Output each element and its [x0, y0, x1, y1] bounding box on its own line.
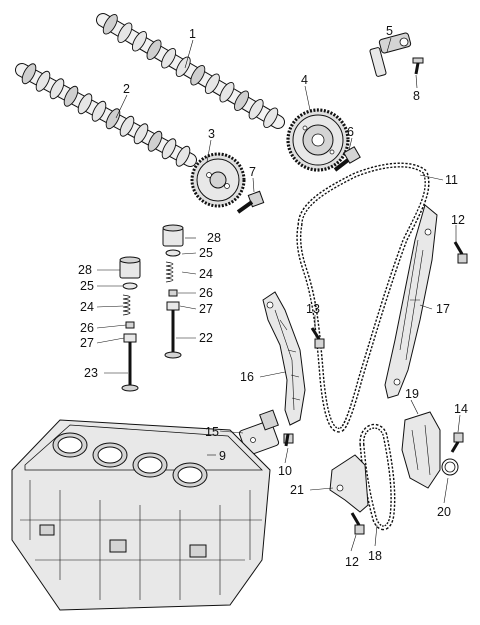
label-27-left: 27 [80, 336, 94, 350]
cam-lobe [234, 90, 250, 112]
cam-lobe [21, 63, 37, 85]
label-27-right: 27 [199, 302, 213, 316]
label-28-right: 28 [207, 231, 221, 245]
label-22: 22 [199, 331, 213, 345]
cam-lobe [146, 39, 162, 61]
label-18: 18 [368, 549, 382, 563]
exhaust-cam-sprocket [190, 152, 246, 208]
cvvt-sprocket-assembly [286, 108, 350, 172]
cam-lobe [161, 138, 177, 160]
bolt-10 [283, 433, 294, 447]
cam-lobe [248, 98, 264, 120]
exhaust-camshaft [15, 63, 197, 167]
label-1: 1 [189, 27, 196, 41]
timing-chain-tensioner-arm [262, 291, 306, 426]
label-19: 19 [405, 387, 419, 401]
label-10: 10 [278, 464, 292, 478]
label-2: 2 [123, 82, 130, 96]
part-number-labels: 1 2 3 4 5 6 7 8 9 10 11 12 13 14 15 16 1… [78, 24, 468, 569]
cam-lobe [219, 81, 235, 103]
label-26-right: 26 [199, 286, 213, 300]
bolt-7 [236, 190, 265, 214]
oil-pump-chain-guide [329, 454, 369, 513]
label-4: 4 [301, 73, 308, 87]
timing-chain [296, 162, 430, 433]
cam-lobe [63, 85, 79, 107]
label-21: 21 [290, 483, 304, 497]
timing-chain-guide [384, 204, 438, 399]
bolt-13 [310, 327, 325, 349]
cam-lobe [190, 64, 206, 86]
label-23: 23 [84, 366, 98, 380]
label-6: 6 [347, 125, 354, 139]
cam-lobe [105, 108, 121, 130]
intake-camshaft [96, 13, 285, 129]
label-25-left: 25 [80, 279, 94, 293]
oil-pump-chain [359, 423, 396, 531]
cam-lobe [91, 100, 107, 122]
leader-lines [96, 37, 461, 552]
label-20: 20 [437, 505, 451, 519]
bolt-6 [333, 146, 361, 172]
label-16: 16 [240, 370, 254, 384]
label-11: 11 [445, 173, 458, 187]
cam-lobe [49, 78, 65, 100]
cam-lobe [133, 123, 149, 145]
label-24-left: 24 [80, 300, 94, 314]
valve-train-right [162, 224, 184, 359]
hydraulic-tensioner [238, 409, 280, 456]
cam-lobe [119, 115, 135, 137]
label-12-upper: 12 [451, 213, 465, 227]
label-24-right: 24 [199, 267, 213, 281]
bolt-8 [412, 57, 424, 75]
label-7: 7 [249, 165, 256, 179]
label-5: 5 [386, 24, 393, 38]
cam-lobe [161, 47, 177, 69]
cylinder-block [11, 419, 271, 611]
cam-lobe [263, 107, 279, 129]
label-13: 13 [306, 302, 320, 316]
cam-lobe [204, 73, 220, 95]
label-9: 9 [219, 449, 226, 463]
cam-lobe [77, 93, 93, 115]
cam-lobe [147, 130, 163, 152]
valve-train-left [119, 256, 141, 392]
label-8: 8 [413, 89, 420, 103]
cam-lobe [175, 145, 191, 167]
bolt-12-lower [350, 512, 365, 535]
cam-lobe [35, 70, 51, 92]
bolt-12-upper [453, 241, 468, 264]
label-25-right: 25 [199, 246, 213, 260]
oil-pump-chain-tensioner [401, 411, 459, 489]
oil-control-valve [369, 32, 412, 77]
label-15: 15 [205, 425, 219, 439]
label-3: 3 [208, 127, 215, 141]
label-17: 17 [436, 302, 450, 316]
label-28-left: 28 [78, 263, 92, 277]
cam-lobe [117, 22, 133, 44]
cam-lobe [102, 13, 118, 35]
label-12-lower: 12 [345, 555, 359, 569]
label-14: 14 [454, 402, 468, 416]
bolt-14 [450, 432, 464, 453]
label-26-left: 26 [80, 321, 94, 335]
cam-lobe [131, 30, 147, 52]
